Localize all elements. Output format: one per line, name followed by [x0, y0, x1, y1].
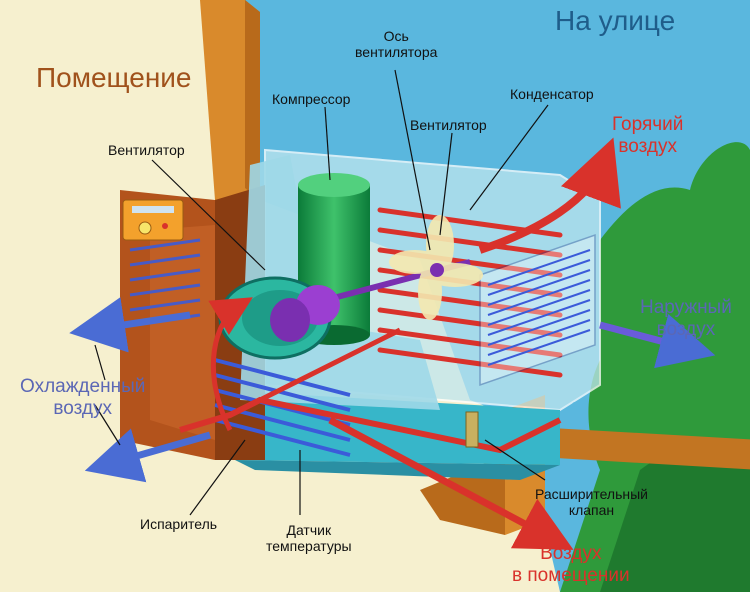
label-fan-axis: Ось вентилятора — [355, 28, 437, 60]
label-evaporator: Испаритель — [140, 516, 218, 532]
control-led-icon — [162, 223, 168, 229]
control-display — [132, 206, 174, 213]
label-fan-outdoor: Вентилятор — [410, 117, 487, 133]
refrigerant-line — [258, 327, 402, 403]
outside-air-arrow — [599, 314, 716, 369]
label-fan-axis-line1: Ось — [383, 28, 409, 44]
region-outdoor: На улице — [555, 5, 676, 36]
unit-base — [235, 460, 560, 480]
label-temp-sensor-line1: Датчик — [286, 522, 332, 538]
label-hot-air-line2: воздух — [618, 135, 677, 157]
label-cooled-air-line1: Охлажденный — [20, 376, 146, 397]
hot-air-arrow — [478, 137, 621, 254]
label-cooled-air-line2: воздух — [53, 397, 112, 419]
label-outside-air: Наружный воздух — [640, 297, 732, 341]
label-compressor: Компрессор — [272, 91, 351, 107]
label-fan-axis-line2: вентилятора — [355, 44, 438, 61]
indoor-panel-cutaway — [150, 225, 215, 440]
label-hot-air-line1: Горячий — [612, 114, 684, 135]
label-room-air-line2: в помещении — [512, 564, 630, 586]
condenser-grille-lines — [487, 249, 591, 366]
label-room-air-line1: Воздух — [540, 543, 602, 564]
label-outside-air-line2: воздух — [656, 318, 716, 340]
compressor — [298, 173, 370, 197]
label-fan-indoor: Вентилятор — [108, 142, 185, 158]
label-cooled-air: Охлажденный воздух — [20, 376, 145, 420]
leader-lines — [94, 69, 549, 516]
label-expansion-valve-line2: клапан — [568, 502, 615, 519]
region-indoor: Помещение — [36, 62, 192, 93]
fan-motor — [270, 298, 310, 342]
recirculation-arrow — [208, 297, 253, 432]
label-temp-sensor-line2: температуры — [266, 538, 352, 555]
wall-column — [245, 0, 260, 200]
label-hot-air: Горячий воздух — [612, 114, 683, 158]
water-drop-icon — [572, 402, 578, 408]
label-expansion-valve: Расширительный клапан — [535, 486, 648, 518]
label-room-air: Воздух в помещении — [512, 543, 630, 587]
wall-lower — [500, 425, 750, 470]
indoor-coils — [129, 238, 201, 327]
cooled-air-arrow — [69, 297, 191, 353]
control-knob-icon — [138, 221, 152, 235]
outdoor-fan-hub — [430, 263, 444, 277]
outdoor-hills — [600, 446, 750, 592]
label-outside-air-line1: Наружный — [640, 297, 732, 318]
water-drop-icon — [582, 415, 588, 421]
cooled-air-arrow — [84, 428, 211, 483]
label-temp-sensor: Датчик температуры — [266, 522, 352, 554]
expansion-valve — [465, 411, 479, 448]
label-expansion-valve-line1: Расширительный — [535, 486, 648, 502]
label-condenser: Конденсатор — [510, 86, 594, 102]
room-air-arrow — [328, 416, 574, 550]
